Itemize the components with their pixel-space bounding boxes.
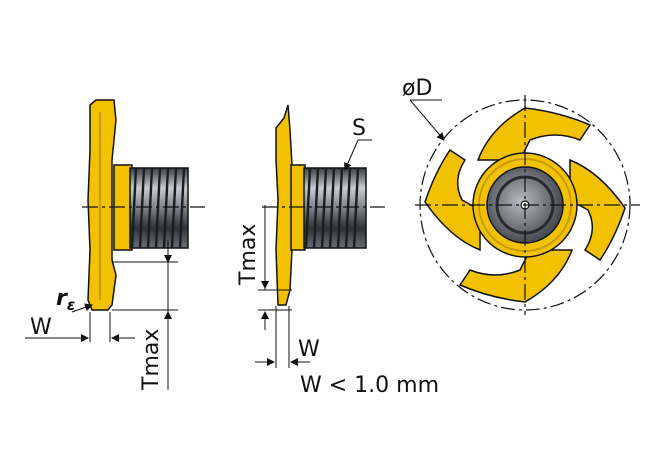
r-epsilon-label: rε	[56, 286, 75, 314]
width-note: W < 1.0 mm	[300, 373, 439, 398]
left-view: Tmax W rε	[25, 99, 205, 391]
middle-view: S Tmax W W < 1.0 mm	[236, 104, 439, 398]
middle-thread	[303, 167, 367, 249]
right-view: øD	[402, 76, 640, 315]
tmax-middle-label: Tmax	[236, 224, 261, 286]
s-label: S	[352, 116, 366, 141]
left-blade	[87, 99, 117, 311]
od-label: øD	[402, 76, 432, 101]
left-thread	[129, 167, 189, 249]
tmax-left-label: Tmax	[139, 329, 164, 391]
w-left-label: W	[30, 315, 52, 340]
w-middle-label: W	[298, 337, 320, 362]
middle-blade	[275, 104, 293, 306]
